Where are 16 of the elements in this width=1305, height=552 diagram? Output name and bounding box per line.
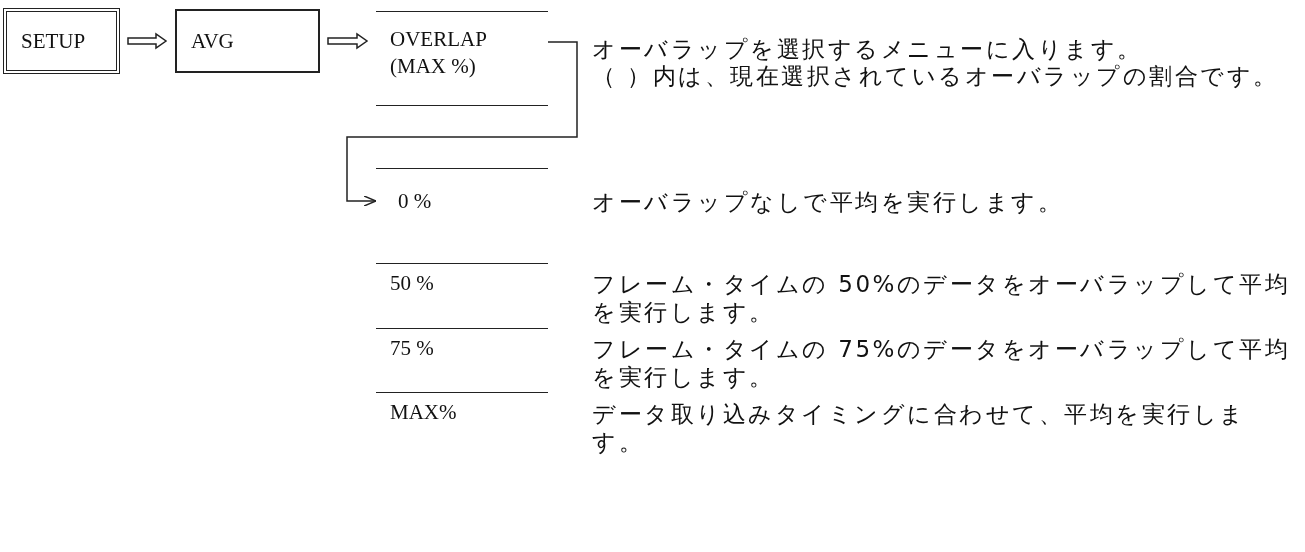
key-box: AVG: [175, 9, 320, 73]
menu-item: OVERLAP (MAX %): [376, 11, 548, 106]
description-text: フレーム・タイムの 50%のデータをオーバラップして平均を実行します。: [592, 270, 1292, 326]
menu-item: 0 %: [376, 168, 548, 263]
description-text: フレーム・タイムの 75%のデータをオーバラップして平均を実行します。: [592, 335, 1292, 391]
description-text: オーバラップなしで平均を実行します。: [592, 188, 1064, 216]
arrow: [327, 32, 369, 50]
key-box: SETUP: [3, 8, 120, 74]
arrow: [127, 32, 168, 50]
description-text: オーバラップを選択するメニューに入ります。: [592, 35, 1144, 63]
menu-item: 75 %: [376, 328, 548, 392]
description-text: （ ）内は、現在選択されているオーバラップの割合です。: [592, 62, 1280, 90]
menu-item: MAX%: [376, 392, 548, 456]
description-text: データ取り込みタイミングに合わせて、平均を実行します。: [592, 400, 1247, 456]
menu-item: 50 %: [376, 263, 548, 328]
arrow: [346, 41, 578, 207]
